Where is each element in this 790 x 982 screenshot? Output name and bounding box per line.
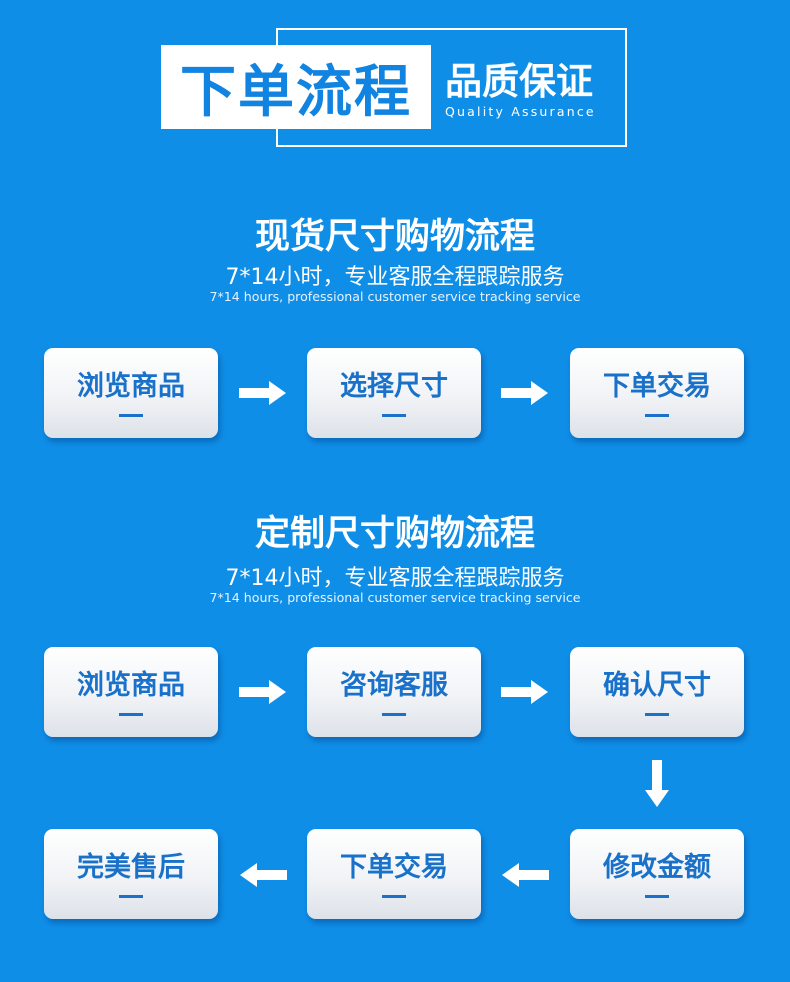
step-dash xyxy=(645,895,669,898)
step-label: 浏览商品 xyxy=(77,670,185,701)
step-dash xyxy=(382,713,406,716)
step-label: 选择尺寸 xyxy=(340,371,448,402)
arrow-icon xyxy=(501,381,548,405)
step-dash xyxy=(382,895,406,898)
step-after-sales: 完美售后 xyxy=(44,829,218,919)
page-title: 下单流程 xyxy=(180,59,412,125)
step-place-order: 下单交易 xyxy=(570,348,744,438)
step-label: 下单交易 xyxy=(603,371,711,402)
step-dash xyxy=(645,713,669,716)
quality-title: 品质保证 xyxy=(445,60,593,103)
step-label: 咨询客服 xyxy=(340,670,448,701)
step-dash xyxy=(119,895,143,898)
arrow-icon xyxy=(240,863,287,887)
arrow-icon xyxy=(239,381,286,405)
arrow-icon xyxy=(239,680,286,704)
section-2-subtitle: 7*14小时，专业客服全程跟踪服务 xyxy=(225,566,565,591)
step-place-order: 下单交易 xyxy=(307,829,481,919)
step-dash xyxy=(382,414,406,417)
quality-subtitle: Quality Assurance xyxy=(445,104,596,119)
arrow-icon xyxy=(502,863,549,887)
step-label: 下单交易 xyxy=(340,852,448,883)
step-label: 修改金额 xyxy=(603,852,711,883)
section-1-subtitle-en: 7*14 hours, professional customer servic… xyxy=(209,289,581,304)
step-dash xyxy=(645,414,669,417)
section-1-title: 现货尺寸购物流程 xyxy=(254,217,535,257)
step-confirm-size: 确认尺寸 xyxy=(570,647,744,737)
step-choose-size: 选择尺寸 xyxy=(307,348,481,438)
section-1-subtitle: 7*14小时，专业客服全程跟踪服务 xyxy=(225,265,565,290)
step-label: 浏览商品 xyxy=(77,371,185,402)
section-2-subtitle-en: 7*14 hours, professional customer servic… xyxy=(209,590,581,605)
step-browse-products: 浏览商品 xyxy=(44,647,218,737)
arrow-icon xyxy=(501,680,548,704)
step-dash xyxy=(119,713,143,716)
quality-block: 品质保证 Quality Assurance xyxy=(445,62,613,120)
step-dash xyxy=(119,414,143,417)
arrow-icon xyxy=(645,760,669,807)
section-2-title: 定制尺寸购物流程 xyxy=(254,514,535,554)
step-modify-amount: 修改金额 xyxy=(570,829,744,919)
step-consult-service: 咨询客服 xyxy=(307,647,481,737)
step-label: 确认尺寸 xyxy=(603,670,711,701)
step-browse-products: 浏览商品 xyxy=(44,348,218,438)
step-label: 完美售后 xyxy=(77,852,185,883)
header-title-box: 下单流程 xyxy=(161,45,431,129)
